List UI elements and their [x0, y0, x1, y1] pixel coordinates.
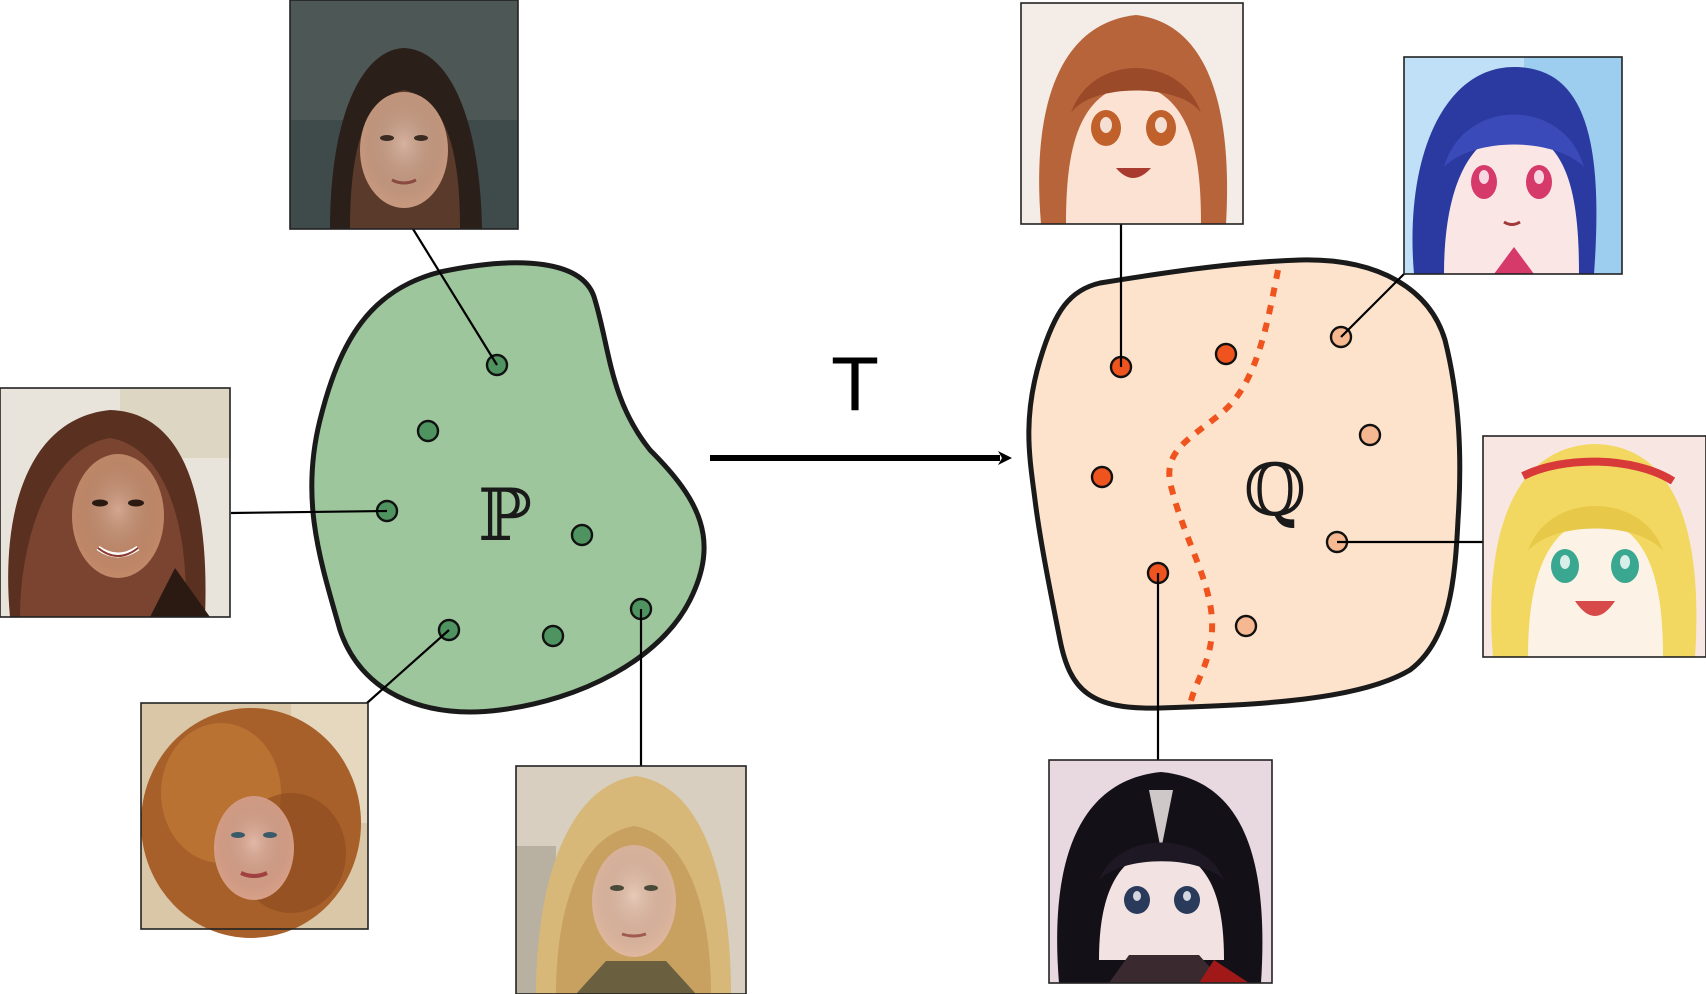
- connector-line: [412, 228, 498, 366]
- target-distribution: ℚ: [1020, 2, 1706, 984]
- face-photo-dark-hair-top: [289, 0, 519, 230]
- source-point: [416, 419, 440, 443]
- transport-map: T: [710, 343, 1012, 465]
- transport-map-label: T: [832, 343, 878, 427]
- target-connectors: [1119, 224, 1483, 760]
- connector-line: [230, 509, 388, 515]
- source-blob: [309, 260, 707, 715]
- source-point: [541, 624, 565, 648]
- target-distribution-label: ℚ: [1244, 448, 1307, 532]
- source-connectors: [230, 228, 643, 766]
- decision-boundary: [1166, 269, 1281, 706]
- anime-face-blonde: [1482, 435, 1706, 658]
- face-photo-curly-red: [140, 702, 369, 938]
- target-blob: [1026, 257, 1463, 711]
- source-point: [570, 523, 594, 547]
- source-points: [375, 353, 653, 648]
- connector-line: [1340, 273, 1405, 338]
- target-point-class-b: [1234, 614, 1258, 638]
- face-photo-brunette-left: [0, 387, 231, 618]
- source-distribution: ℙ: [0, 0, 747, 994]
- connector-line: [366, 629, 450, 704]
- face-photo-blonde: [515, 765, 747, 994]
- target-point-class-b: [1358, 423, 1382, 447]
- target-point-class-a: [1090, 465, 1114, 489]
- anime-face-blue-hair: [1403, 56, 1623, 275]
- anime-face-black-hair: [1048, 759, 1273, 984]
- anime-face-brown-hair: [1020, 2, 1244, 225]
- source-distribution-label: ℙ: [478, 473, 532, 557]
- target-point-class-a: [1214, 342, 1238, 366]
